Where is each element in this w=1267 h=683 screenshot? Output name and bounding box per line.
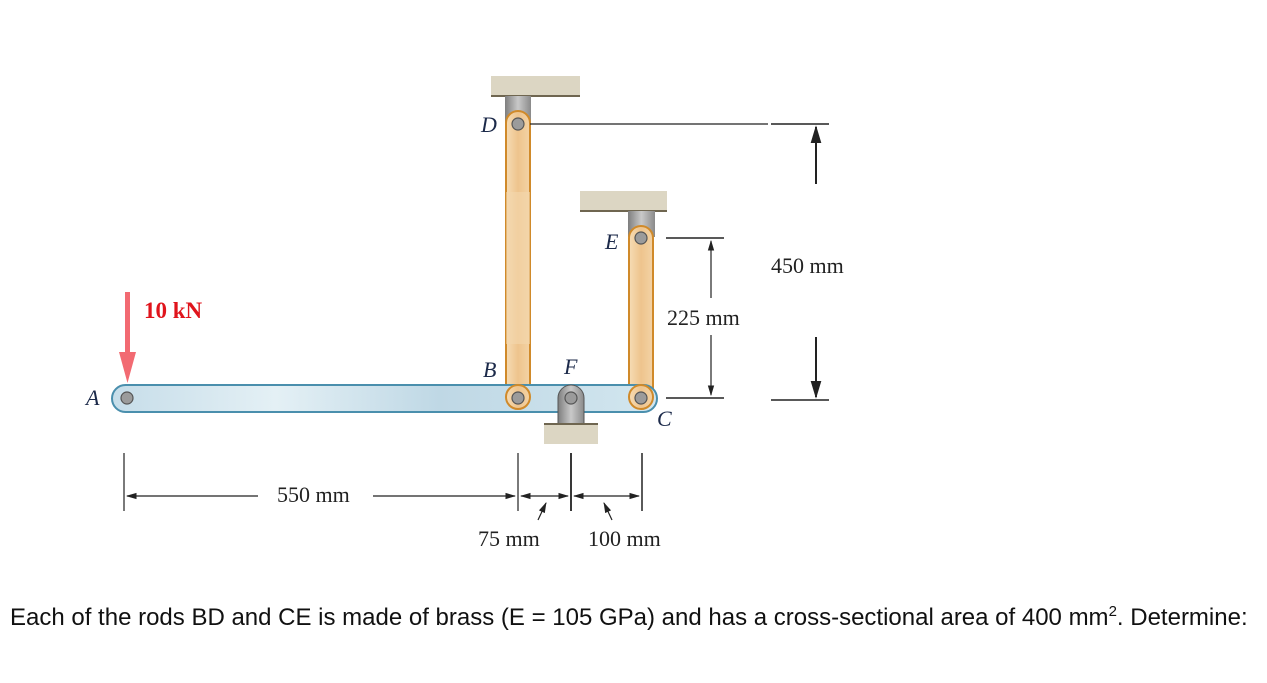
pin-c: [634, 391, 648, 405]
ceiling-support-d: [491, 76, 580, 124]
ceiling-support-e: [580, 191, 667, 237]
pin-b: [511, 391, 525, 405]
point-label-d: D: [481, 112, 497, 137]
dimension-label-550: 550 mm: [277, 482, 350, 507]
figure-drawing: [111, 76, 829, 521]
dimension-horizontal: [123, 453, 643, 521]
rod-bd: [505, 110, 531, 410]
mechanics-figure: A B C D E F 10 kN 450 mm 225 mm 550 mm 7…: [86, 76, 844, 551]
problem-statement: Each of the rods BD and CE is made of br…: [10, 598, 1265, 638]
dimension-label-225: 225 mm: [667, 305, 740, 330]
load-label: 10 kN: [144, 298, 203, 323]
dimension-label-100: 100 mm: [588, 526, 661, 551]
dimension-450: [530, 123, 829, 401]
area-exponent: 2: [1108, 603, 1117, 620]
dimension-label-75: 75 mm: [478, 526, 540, 551]
point-label-b: B: [483, 357, 497, 382]
problem-text: Each of the rods BD and CE is made of br…: [10, 604, 1109, 631]
pin-support-f: [544, 384, 598, 444]
problem-text-end: . Determine:: [1116, 604, 1248, 631]
point-label-c: C: [657, 406, 672, 431]
load-arrow: [119, 292, 136, 383]
rod-ce: [628, 225, 654, 410]
point-label-e: E: [605, 229, 619, 254]
point-label-a: A: [86, 385, 100, 410]
dimension-label-450: 450 mm: [771, 253, 844, 278]
point-label-f: F: [564, 354, 578, 379]
dimension-225: [666, 237, 724, 399]
